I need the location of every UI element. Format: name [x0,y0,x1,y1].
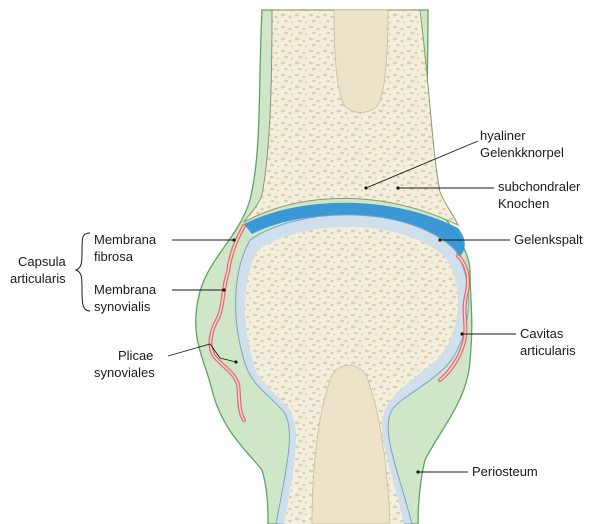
label-plicae-1: Plicae [118,348,153,363]
label-fibrosa-2: fibrosa [94,249,134,264]
label-synovialis-2: synovialis [94,299,151,314]
capsula-brace [76,233,90,311]
label-hyaliner-2: Gelenkknorpel [480,145,564,160]
label-plicae-2: synoviales [94,365,155,380]
label-capsula-1: Capsula [18,254,66,269]
label-capsula-2: articularis [10,271,66,286]
label-periosteum: Periosteum [472,464,538,479]
label-synovialis-1: Membrana [94,282,157,297]
label-cavitas-1: Cavitas [520,326,564,341]
label-cavitas-2: articularis [520,343,576,358]
label-gelenkspalt: Gelenkspalt [514,232,583,247]
label-subchondral-1: subchondraler [498,179,581,194]
upper-marrow-cavity [334,10,388,113]
label-hyaliner-1: hyaliner [480,128,526,143]
label-fibrosa-1: Membrana [94,232,157,247]
label-subchondral-2: Knochen [498,196,549,211]
